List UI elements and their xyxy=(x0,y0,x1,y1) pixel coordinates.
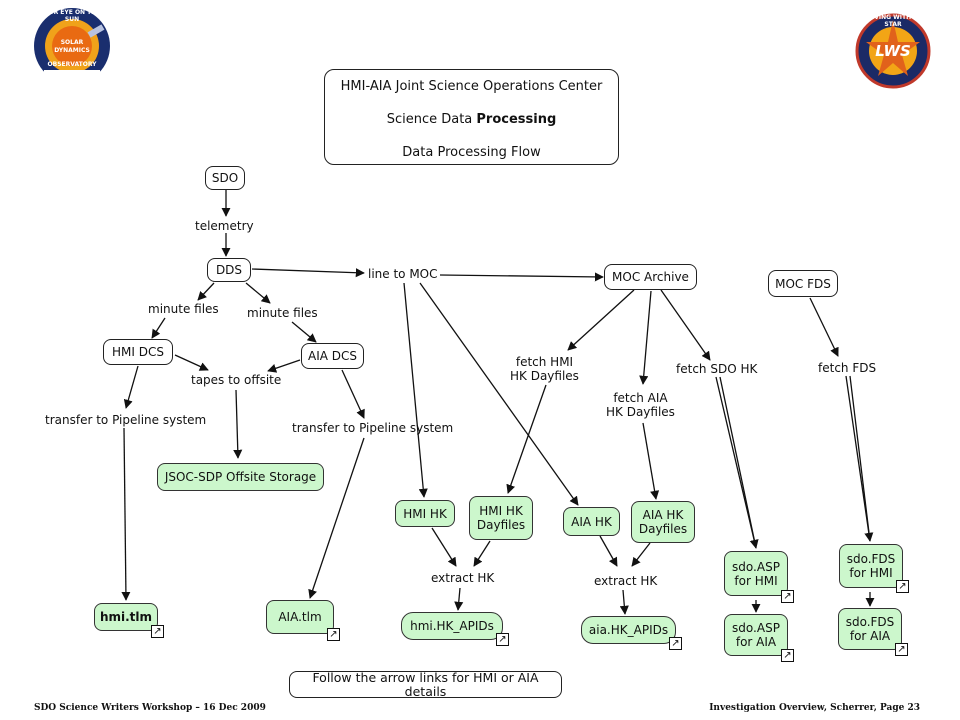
node-moc-archive: MOC Archive xyxy=(604,264,697,290)
lws-logo-ring-text: LIVING WITH A STAR xyxy=(868,14,918,28)
sdo-logo-ring-text: OUR EYE ON THE SUN xyxy=(43,9,101,23)
aia-tlm-link-icon[interactable]: ↗ xyxy=(327,628,340,641)
title-line-2: Science Data Processing xyxy=(386,112,557,127)
edge-aiadayfiles-extract xyxy=(631,542,651,567)
node-aia-tlm: AIA.tlm xyxy=(266,600,334,634)
edge-fetchfds-fdshmi xyxy=(845,375,874,542)
edge-extract-aiaapids xyxy=(619,589,629,615)
edge-mocarchive-fetchaia xyxy=(639,290,652,385)
sdo-asp-hmi-link-icon[interactable]: ↗ xyxy=(781,590,794,603)
node-hmi-hk: HMI HK xyxy=(395,500,455,527)
edge-aiahk-extract xyxy=(599,535,618,567)
label-fetch-fds: fetch FDS xyxy=(818,361,877,375)
title-line-3: Data Processing Flow xyxy=(402,145,541,160)
node-aia-hk: AIA HK xyxy=(563,507,620,536)
edge-linetomoc-mocarchive xyxy=(439,272,604,282)
node-hmi-tlm: hmi.tlm xyxy=(94,603,158,631)
label-tapes-to-offsite: tapes to offsite xyxy=(191,373,282,387)
title-box: HMI-AIA Joint Science Operations Center … xyxy=(324,69,619,165)
label-transfer-right: transfer to Pipeline system xyxy=(292,421,454,435)
footer-left: SDO Science Writers Workshop – 16 Dec 20… xyxy=(34,703,266,713)
sdo-logo-center-text-1: SOLAR xyxy=(60,39,84,46)
edge-hmihk-extract xyxy=(431,527,457,567)
edge-mocarchive-fetchhmi xyxy=(567,289,635,351)
edge-linetomoc-aiahk xyxy=(419,282,579,506)
edge-linetomoc-hmihk xyxy=(403,282,428,498)
lws-logo: LIVING WITH A STAR LWS xyxy=(850,12,936,90)
footer-right: Investigation Overview, Scherrer, Page 2… xyxy=(709,703,920,713)
title-line-1: HMI-AIA Joint Science Operations Center xyxy=(340,79,603,94)
aia-hk-apids-link-icon[interactable]: ↗ xyxy=(669,637,682,650)
follow-links-note: Follow the arrow links for HMI or AIA de… xyxy=(289,670,562,698)
edge-aiadcs-transfer xyxy=(341,369,365,419)
sdo-asp-aia-link-icon[interactable]: ↗ xyxy=(781,649,794,662)
label-fetch-sdo-hk: fetch SDO HK xyxy=(676,362,758,376)
edge-tapes-jsoc xyxy=(233,389,243,459)
edge-aiadcs-tapes xyxy=(267,359,301,373)
edge-mocfds-fetchfds xyxy=(809,297,839,357)
edge-dds-minutefiles-left xyxy=(197,282,215,301)
sdo-logo: OUR EYE ON THE SUN SOLAR DYNAMICS OBSERV… xyxy=(26,6,118,86)
lws-logo-center-text: LWS xyxy=(875,42,911,60)
hmi-hk-apids-link-icon[interactable]: ↗ xyxy=(496,633,509,646)
label-minute-files-right: minute files xyxy=(247,306,318,320)
node-aia-hk-apids: aia.HK_APIDs xyxy=(581,616,676,644)
sdo-logo-center-text-3: OBSERVATORY xyxy=(47,61,97,68)
edge-extract-hmiapids xyxy=(454,587,464,611)
edge-fetchhmi-hmidayfiles xyxy=(506,384,547,494)
label-extract-hk-right: extract HK xyxy=(594,574,658,588)
label-telemetry: telemetry xyxy=(195,219,254,233)
sdo-fds-aia-link-icon[interactable]: ↗ xyxy=(895,643,908,656)
edge-dds-linetomoc xyxy=(251,268,365,278)
edge-mocarchive-fetchsdohk xyxy=(660,289,711,361)
node-hmi-dcs: HMI DCS xyxy=(103,339,173,365)
edge-hmidcs-transfer xyxy=(123,365,139,409)
node-dds: DDS xyxy=(207,258,251,282)
edge-fetchaia-aiadayfiles xyxy=(642,422,660,500)
node-hmi-hk-apids: hmi.HK_APIDs xyxy=(401,612,503,640)
node-jsoc-storage: JSOC-SDP Offsite Storage xyxy=(157,463,324,491)
edge-minutefiles-aiadcs xyxy=(291,321,317,343)
label-transfer-left: transfer to Pipeline system xyxy=(45,413,207,427)
edge-hmidayfiles-extract xyxy=(473,540,491,567)
edge-hmidcs-tapes xyxy=(174,354,209,371)
label-line-to-moc: line to MOC xyxy=(368,267,438,281)
edge-fetchsdohk-asphmi xyxy=(715,376,759,549)
sdo-fds-hmi-link-icon[interactable]: ↗ xyxy=(896,580,909,593)
node-aia-dcs: AIA DCS xyxy=(301,343,364,369)
edge-minutefiles-hmidcs xyxy=(151,317,166,339)
edge-transfer-aiatlm xyxy=(308,437,365,599)
hmi-tlm-link-icon[interactable]: ↗ xyxy=(151,625,164,638)
label-extract-hk-left: extract HK xyxy=(431,571,495,585)
node-sdo: SDO xyxy=(205,166,245,190)
sdo-logo-center-text-2: DYNAMICS xyxy=(54,47,90,54)
edge-dds-minutefiles-right xyxy=(245,282,271,304)
node-moc-fds: MOC FDS xyxy=(768,270,838,297)
label-minute-files-left: minute files xyxy=(148,302,219,316)
edge-transfer-hmitlm xyxy=(121,427,131,601)
